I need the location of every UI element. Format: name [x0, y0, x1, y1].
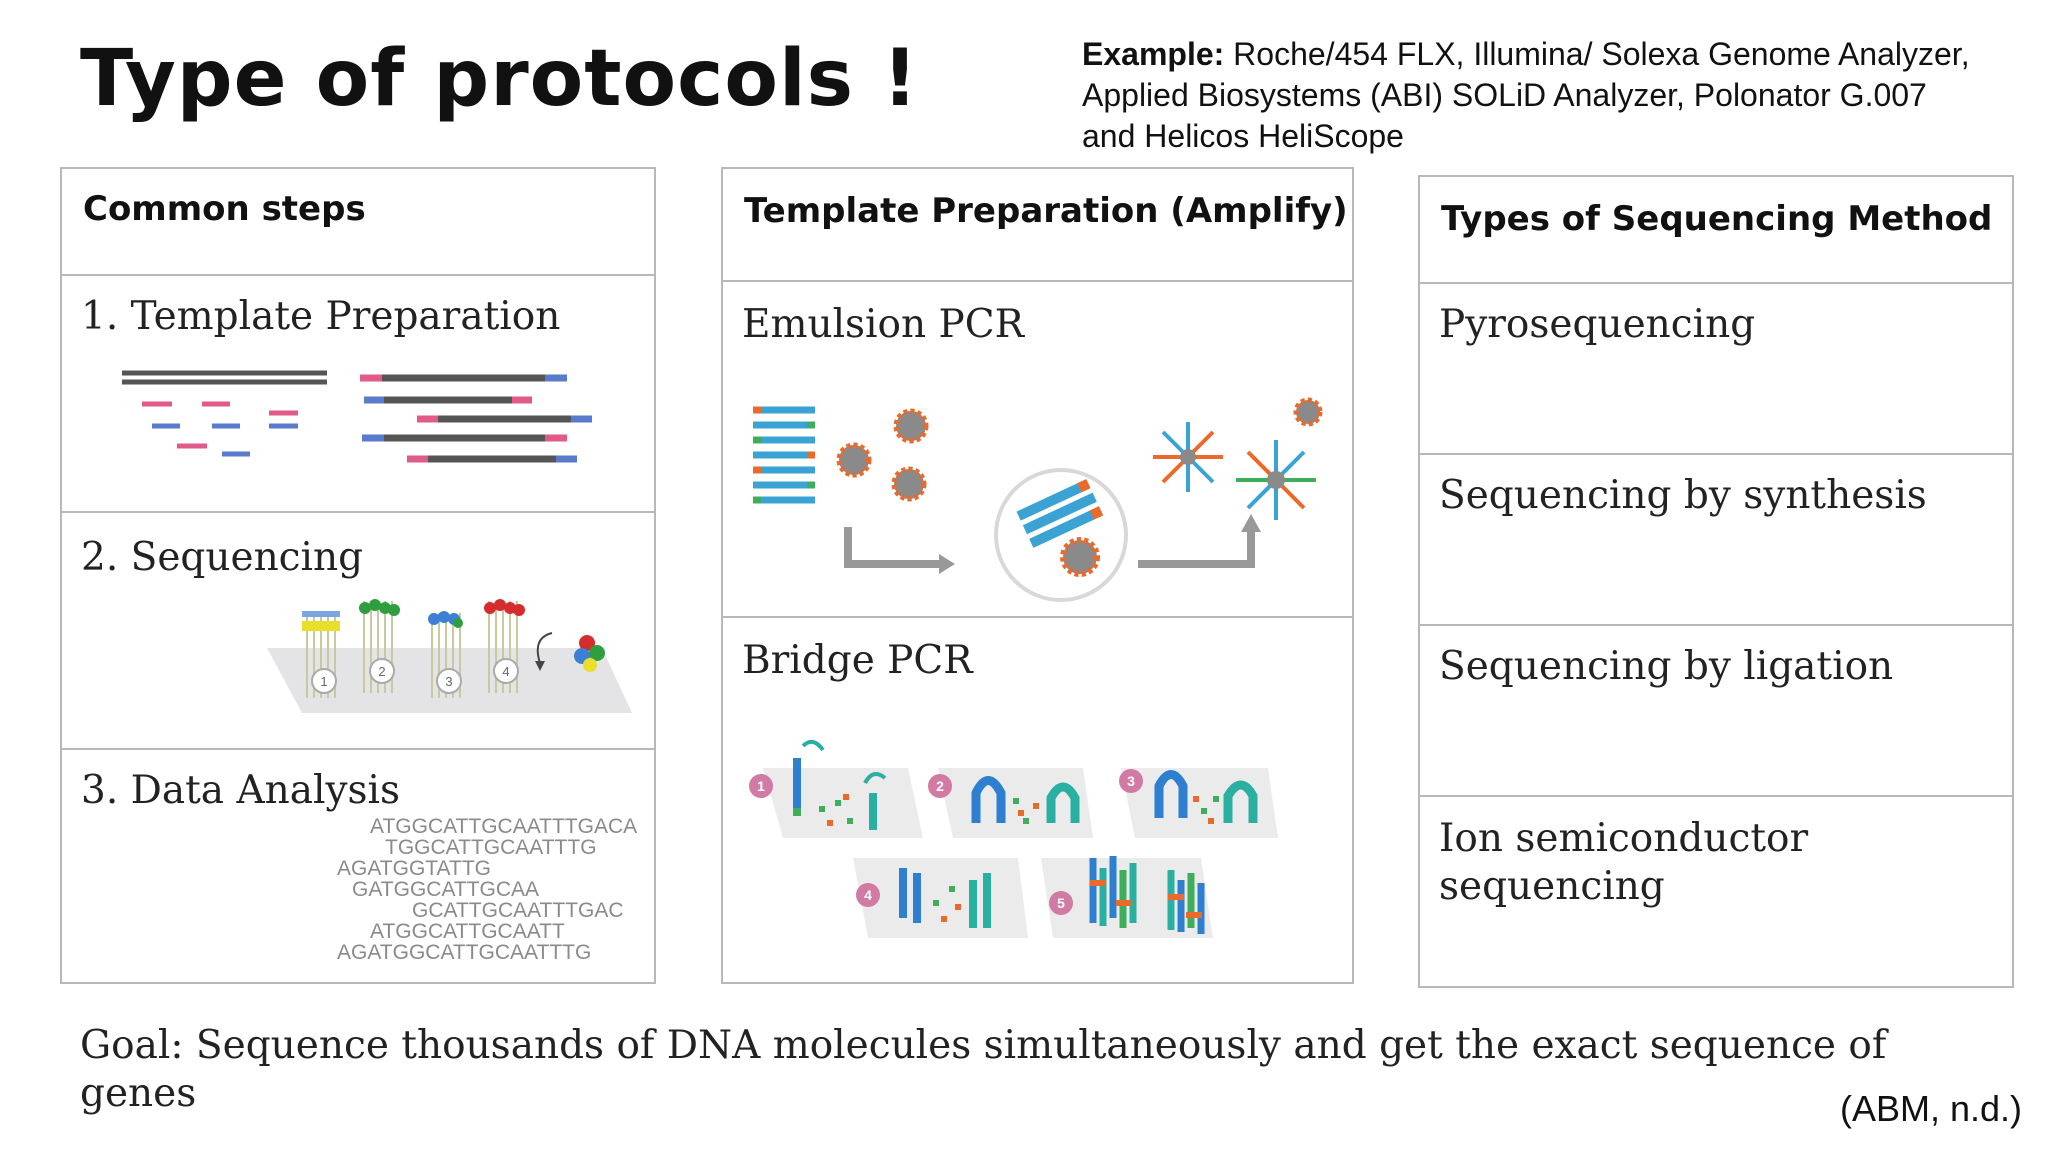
- sequencing-method-ligation: Sequencing by ligation: [1439, 644, 1894, 689]
- bridge-step-number: 5: [1057, 895, 1065, 911]
- sequencing-cycle-number: 3: [445, 674, 452, 689]
- template-preparation-table: Template Preparation (Amplify) Emulsion …: [721, 167, 1354, 984]
- bridge-step-number: 1: [757, 778, 765, 794]
- sequencing-method-row: Sequencing by ligation: [1420, 624, 2012, 795]
- sequencing-method-row: Ion semiconductor sequencing: [1420, 795, 2012, 990]
- sequencing-method-pyrosequencing: Pyrosequencing: [1439, 302, 1756, 347]
- sequencing-method-row: Sequencing by synthesis: [1420, 453, 2012, 624]
- page-title: Type of protocols !: [80, 34, 919, 124]
- fragmented-dna-illustration: [122, 370, 592, 463]
- aligned-read: AGATGGTATTG: [337, 857, 491, 880]
- aligned-read: TGGCATTGCAATTTG: [385, 836, 597, 859]
- emulsion-pcr-illustration: [753, 397, 1323, 602]
- step-template-preparation: 1. Template Preparation: [81, 294, 561, 339]
- sequencing-method-row: Pyrosequencing: [1420, 282, 2012, 453]
- method-bridge-pcr: Bridge PCR: [742, 638, 973, 683]
- common-steps-header: Common steps: [83, 189, 366, 229]
- example-platforms: Roche/454 FLX, Illumina/ Solexa Genome A…: [1082, 36, 1970, 154]
- common-steps-table: Common steps 1. Template Preparation: [60, 167, 656, 984]
- bridge-pcr-illustration: 1 2 3 4 5: [749, 739, 1278, 938]
- sequencing-methods-header-row: Types of Sequencing Method: [1420, 177, 2012, 282]
- read-alignment-illustration: ATGGCATTGCAATTTGACA TGGCATTGCAATTTG AGAT…: [337, 815, 637, 964]
- common-steps-header-row: Common steps: [62, 169, 654, 274]
- aligned-read: ATGGCATTGCAATTTGACA: [370, 815, 637, 838]
- method-emulsion-pcr: Emulsion PCR: [742, 302, 1024, 347]
- citation: (ABM, n.d.): [1839, 1088, 2022, 1129]
- step-row-data-analysis: 3. Data Analysis ATGGCATTGCAATTTGACA TGG…: [62, 748, 654, 986]
- aligned-read: AGATGGCATTGCAATTTG: [337, 941, 591, 964]
- example-text: Example: Roche/454 FLX, Illumina/ Solexa…: [1082, 34, 1982, 157]
- bridge-step-number: 2: [936, 778, 944, 794]
- sequencing-method-ion-semiconductor: Ion semiconductor sequencing: [1439, 816, 1809, 909]
- step-sequencing: 2. Sequencing: [81, 535, 364, 580]
- template-preparation-header-row: Template Preparation (Amplify): [723, 169, 1352, 280]
- sequencing-cycle-number: 2: [378, 664, 385, 679]
- sequencing-cycle-number: 4: [502, 664, 509, 679]
- template-preparation-header: Template Preparation (Amplify): [744, 191, 1348, 231]
- goal-statement: Goal: Sequence thousands of DNA molecule…: [80, 1023, 1887, 1116]
- step-data-analysis: 3. Data Analysis: [81, 768, 400, 813]
- aligned-read: GATGGCATTGCAA: [352, 878, 539, 901]
- method-row-emulsion-pcr: Emulsion PCR: [723, 280, 1352, 616]
- sequencing-method-synthesis: Sequencing by synthesis: [1439, 473, 1927, 518]
- sequencing-methods-header: Types of Sequencing Method: [1441, 199, 1993, 239]
- method-row-bridge-pcr: Bridge PCR 1 2 3 4 5: [723, 616, 1352, 986]
- bridge-step-number: 4: [864, 887, 872, 903]
- sequencing-cycle-number: 1: [320, 674, 327, 689]
- bridge-step-number: 3: [1127, 773, 1135, 789]
- aligned-read: ATGGCATTGCAATT: [370, 920, 565, 943]
- sequencing-methods-table: Types of Sequencing Method Pyrosequencin…: [1418, 175, 2014, 988]
- step-row-sequencing: 2. Sequencing: [62, 511, 654, 748]
- aligned-read: GCATTGCAATTTGAC: [412, 899, 624, 922]
- example-label: Example:: [1082, 36, 1225, 72]
- step-row-template-preparation: 1. Template Preparation: [62, 274, 654, 511]
- sequencing-illustration: 1 2 3 4: [267, 599, 632, 713]
